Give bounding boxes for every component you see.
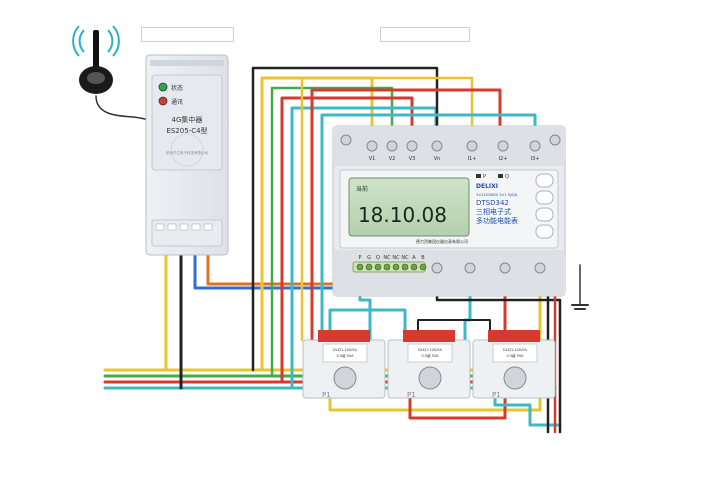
ct-label: P1 xyxy=(322,391,331,399)
wire-i2 xyxy=(310,88,502,347)
terminal-nc3: NC xyxy=(401,255,409,261)
lcd-value: 18.10.08 xyxy=(358,203,447,227)
concentrator-company: 杭州华立电子科技有限公司 xyxy=(166,150,208,155)
comm-led xyxy=(158,96,168,106)
bottom-terminal-row: P G Q NC NC NC A B xyxy=(352,255,546,274)
set-button[interactable] xyxy=(535,207,554,222)
terminal-p: P xyxy=(358,255,361,261)
wire-i1 xyxy=(300,76,474,342)
lcd-screen xyxy=(348,177,470,237)
wire-v3 xyxy=(280,96,414,384)
current-transformer: DLEJ1-100/5A 0.5级 5VA P1 xyxy=(387,330,471,399)
status-label: 状态 xyxy=(171,84,183,92)
terminal-nc2: NC xyxy=(392,255,400,261)
status-led xyxy=(158,82,168,92)
enter-button[interactable] xyxy=(535,224,554,239)
ct-model: DLEJ1-100/5A xyxy=(503,348,527,352)
terminal-q: Q xyxy=(376,255,380,261)
antenna-cable xyxy=(95,95,151,121)
terminal-v3: V3 xyxy=(409,156,416,162)
terminal-a: A xyxy=(412,255,416,261)
concentrator-device: 状态 通讯 4G集中器 ES205-C4型 杭州华立电子科技有限公司 xyxy=(145,54,229,256)
ct-model: DLEJ1-100/5A xyxy=(333,348,357,352)
caption-box-right xyxy=(380,27,470,42)
terminal-b: B xyxy=(421,255,425,261)
ct-spec: 0.5级 5VA xyxy=(507,353,525,358)
concentrator-model: ES205-C4型 xyxy=(166,126,207,135)
meter-type-line1: 三相电子式 xyxy=(476,207,511,216)
meter-spec: 3×220/380V 3×1.5(6)A xyxy=(476,193,518,197)
ct-spec: 0.5级 5VA xyxy=(337,353,355,358)
up-button[interactable] xyxy=(535,173,554,188)
terminal-v1: V1 xyxy=(369,156,376,162)
concentrator-name: 4G集中器 xyxy=(172,115,203,124)
wire-return xyxy=(251,66,439,372)
wire-v2 xyxy=(270,86,394,378)
meter-nav-buttons xyxy=(535,173,554,239)
down-button[interactable] xyxy=(535,190,554,205)
energy-meter: 当前 18.10.08 P Q DELIXI 3×220/380V 3×1.5(… xyxy=(332,125,566,297)
top-terminal-row: V1 V2 V3 Vn I1+ I2+ I3+ xyxy=(340,134,561,162)
pulse-p-label: P xyxy=(483,174,486,180)
meter-manufacturer: 德力西集团仪器仪表有限公司 xyxy=(416,238,468,244)
meter-brand: DELIXI xyxy=(476,183,498,190)
ct-group: DLEJ1-100/5A 0.5级 5VA P1 DLEJ1-100/5A 0.… xyxy=(302,330,556,399)
ct-spec: 0.5级 5VA xyxy=(422,353,440,358)
wire-ct3-out xyxy=(493,393,562,427)
terminal-i1: I1+ xyxy=(468,156,477,162)
wire-ct-link1 xyxy=(328,308,407,342)
terminal-g: G xyxy=(367,255,371,261)
terminal-nc1: NC xyxy=(383,255,391,261)
terminal-v2: V2 xyxy=(389,156,396,162)
meter-model: DTSD342 xyxy=(476,199,509,207)
terminal-i2: I2+ xyxy=(499,156,508,162)
comm-label: 通讯 xyxy=(171,98,183,106)
current-transformer: DLEJ1-100/5A 0.5级 5VA P1 xyxy=(472,330,556,399)
ct-label: P1 xyxy=(407,391,416,399)
ct-model: DLEJ1-100/5A xyxy=(418,348,442,352)
current-transformer: DLEJ1-100/5A 0.5级 5VA P1 xyxy=(302,330,386,399)
lcd-left-label: 当前 xyxy=(356,185,368,193)
pulse-q-label: Q xyxy=(505,174,509,180)
antenna-icon xyxy=(72,25,120,94)
terminal-i3: I3+ xyxy=(531,156,540,162)
ct-label: P1 xyxy=(492,391,501,399)
terminal-vn: Vn xyxy=(434,156,441,162)
meter-type-line2: 多功能电能表 xyxy=(476,216,518,225)
caption-box-left xyxy=(141,27,234,42)
